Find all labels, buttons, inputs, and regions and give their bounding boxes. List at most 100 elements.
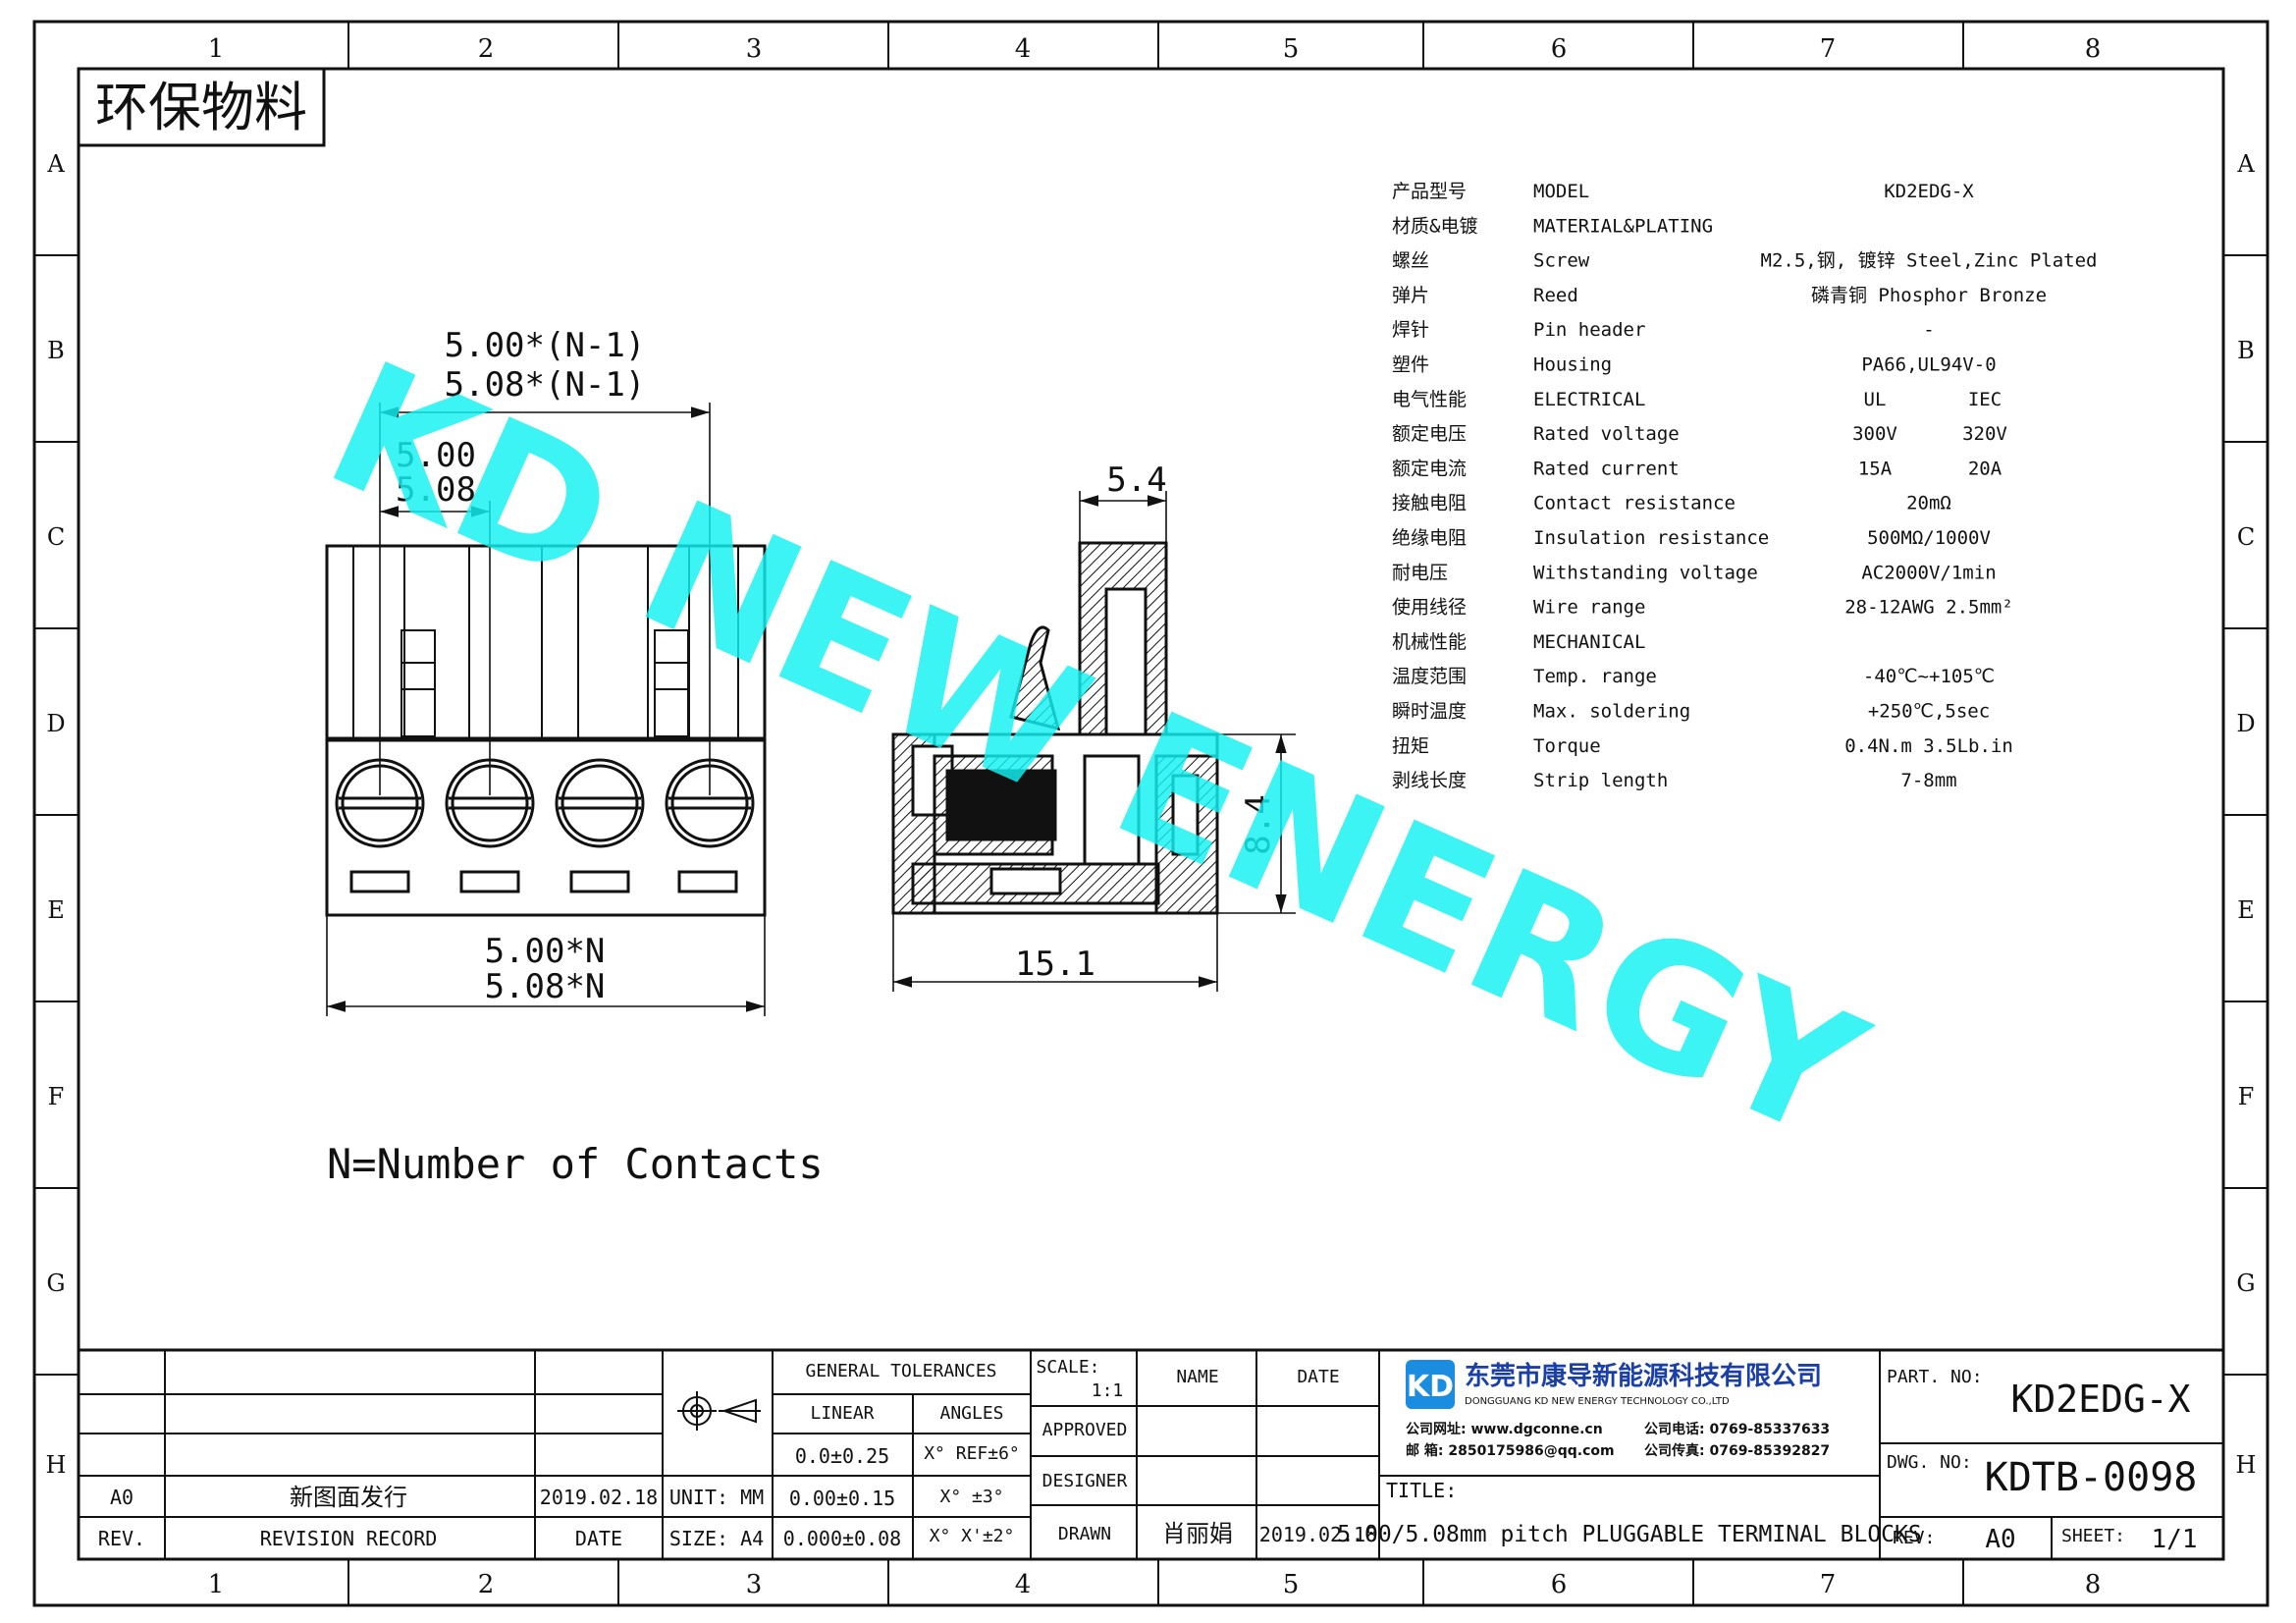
- spec-label-en: MECHANICAL: [1533, 631, 1645, 653]
- company-logo-text: KD: [1407, 1370, 1454, 1404]
- unit-label: UNIT: MM: [669, 1486, 764, 1509]
- angle-tolerance-1: X° REF±6°: [924, 1443, 1020, 1464]
- dim-width-500: 5.00*N: [485, 932, 606, 971]
- linear-tolerance-2: 0.00±0.15: [789, 1487, 895, 1510]
- dim-pitch-total-508: 5.08*(N-1): [445, 365, 646, 405]
- spec-label-en: ELECTRICAL: [1533, 389, 1645, 410]
- spec-value: +250℃,5sec: [1868, 701, 1990, 723]
- company-name-en: DONGGUANG KD NEW ENERGY TECHNOLOGY CO.,L…: [1465, 1396, 1730, 1407]
- drawn-name: 肖丽娟: [1162, 1520, 1233, 1547]
- company-fax: 公司传真: 0769-85392827: [1644, 1442, 1830, 1459]
- outer-frame: [32, 20, 2269, 1607]
- rev-label: REV.: [98, 1527, 145, 1550]
- spec-label-en: MODEL: [1533, 181, 1589, 202]
- spec-label-cn: 机械性能: [1392, 631, 1467, 653]
- size-label: SIZE: A4: [669, 1527, 764, 1550]
- company-tel: 公司电话: 0769-85337633: [1644, 1421, 1830, 1437]
- spec-label-en: Reed: [1533, 285, 1578, 306]
- spec-label-cn: 额定电压: [1392, 423, 1467, 445]
- spec-value-ul: 300V: [1852, 423, 1897, 445]
- row-label-left: B: [47, 337, 65, 364]
- drawn-date: 2019.02.18: [1259, 1523, 1377, 1546]
- row-label-left: C: [47, 523, 65, 551]
- company-logo-icon: KD: [1406, 1360, 1455, 1409]
- col-label-top: 2: [478, 34, 495, 64]
- wire-openings: [349, 870, 738, 893]
- side-view: [891, 491, 1296, 992]
- spec-label-cn: 电气性能: [1392, 389, 1467, 410]
- name-label: NAME: [1176, 1367, 1218, 1387]
- eco-stamp-box: [77, 67, 326, 147]
- row-label-right: G: [2236, 1270, 2255, 1297]
- row-label-left: D: [46, 710, 65, 737]
- spec-label-en: Wire range: [1533, 597, 1645, 619]
- spec-value-ul: 15A: [1858, 458, 1893, 479]
- company-web: 公司网址: www.dgconne.cn: [1406, 1421, 1603, 1437]
- spec-label-en: Rated voltage: [1533, 423, 1680, 445]
- company-name-cn: 东莞市康导新能源科技有限公司: [1465, 1361, 1822, 1391]
- spec-label-en: Housing: [1533, 354, 1612, 376]
- watermark: KD NEW ENERGY: [302, 323, 1891, 1179]
- col-label-bottom: 8: [2085, 1570, 2102, 1599]
- spec-value-ul: UL: [1864, 389, 1887, 410]
- spec-label-cn: 瞬时温度: [1392, 701, 1467, 723]
- row-label-right: A: [2236, 150, 2255, 178]
- sheet-label: SHEET:: [2061, 1526, 2125, 1546]
- angle-tolerance-3: X° X'±2°: [930, 1526, 1015, 1546]
- col-label-bottom: 4: [1015, 1570, 1032, 1599]
- spec-value: KD2EDG-X: [1884, 181, 1974, 202]
- spec-label-en: Temp. range: [1533, 666, 1657, 687]
- spec-label-en: MATERIAL&PLATING: [1533, 215, 1713, 237]
- rev-date-label: DATE: [575, 1527, 622, 1550]
- date-head: DATE: [1297, 1367, 1339, 1387]
- spec-label-cn: 材质&电镀: [1392, 215, 1477, 237]
- rev-value: A0: [110, 1486, 133, 1509]
- note-contacts: N=Number of Contacts: [327, 1140, 824, 1188]
- col-label-bottom: 2: [478, 1570, 495, 1599]
- dim-length: 15.1: [1015, 945, 1095, 984]
- spec-value-iec: IEC: [1968, 389, 2002, 410]
- drawn-label: DRAWN: [1058, 1524, 1111, 1544]
- row-label-left: H: [46, 1451, 67, 1479]
- drawing-title: 5.00/5.08mm pitch PLUGGABLE TERMINAL BLO…: [1337, 1522, 1921, 1547]
- dim-pitch-total-500: 5.00*(N-1): [445, 326, 646, 365]
- sheet-value: 1/1: [2152, 1525, 2198, 1554]
- spec-label-cn: 产品型号: [1392, 181, 1467, 202]
- linear-label: LINEAR: [810, 1403, 874, 1424]
- spec-label-en: Strip length: [1533, 770, 1668, 791]
- scale-value: 1:1: [1092, 1380, 1124, 1401]
- dwg-no: KDTB-0098: [1985, 1455, 2198, 1500]
- screw-heads: [335, 758, 755, 848]
- rev-record-value: 新图面发行: [290, 1484, 407, 1511]
- spec-value: -: [1923, 319, 1934, 341]
- row-label-left: G: [46, 1270, 65, 1297]
- spec-value: PA66,UL94V-0: [1861, 354, 1996, 376]
- row-label-right: C: [2237, 523, 2255, 551]
- part-no-label: PART. NO:: [1887, 1367, 1983, 1387]
- angles-label: ANGLES: [939, 1403, 1003, 1424]
- spec-value: 20mΩ: [1906, 493, 1951, 514]
- spec-label-cn: 弹片: [1392, 285, 1429, 306]
- dim-height: 8.4: [1239, 794, 1278, 854]
- col-label-top: 1: [208, 34, 225, 64]
- spec-label-cn: 塑件: [1392, 354, 1429, 376]
- approved-label: APPROVED: [1042, 1420, 1128, 1440]
- spec-value: AC2000V/1min: [1861, 562, 1996, 583]
- title-block: [77, 1348, 2225, 1561]
- row-label-right: D: [2236, 710, 2255, 737]
- spec-value: 28-12AWG 2.5mm²: [1844, 597, 2013, 619]
- spec-label-cn: 耐电压: [1392, 562, 1448, 583]
- spec-value: 500MΩ/1000V: [1867, 527, 1991, 549]
- col-label-top: 6: [1551, 34, 1568, 64]
- company-mail: 邮 箱: 2850175986@qq.com: [1406, 1442, 1615, 1459]
- dim-top: 5.4: [1106, 460, 1166, 500]
- part-no: KD2EDG-X: [2010, 1378, 2190, 1421]
- spec-label-en: Rated current: [1533, 458, 1680, 479]
- spec-value-iec: 20A: [1968, 458, 2002, 479]
- col-label-top: 3: [746, 34, 763, 64]
- rev2-label: REV:: [1893, 1528, 1935, 1548]
- dim-width-508: 5.08*N: [485, 967, 606, 1006]
- spec-value: 0.4N.m 3.5Lb.in: [1844, 735, 2013, 757]
